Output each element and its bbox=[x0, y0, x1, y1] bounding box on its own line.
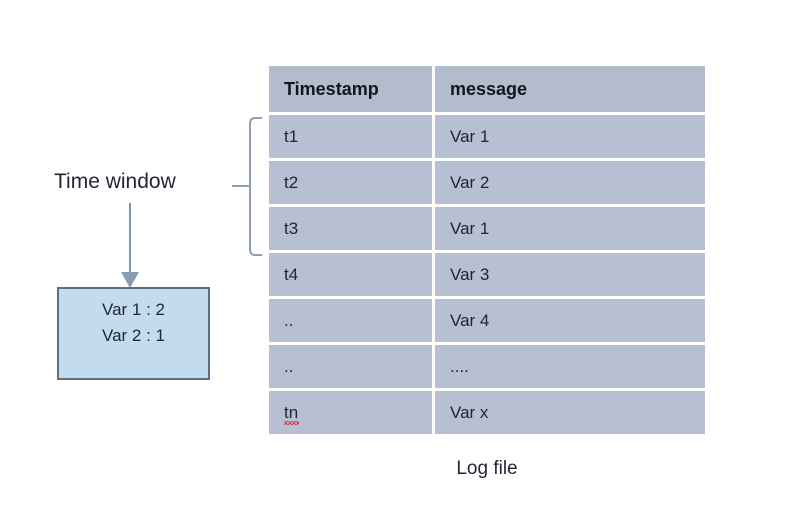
aggregate-line-2: Var 2 : 1 bbox=[102, 326, 165, 345]
cell-timestamp: t2 bbox=[269, 161, 432, 204]
cell-timestamp: t1 bbox=[269, 115, 432, 158]
cell-timestamp: .. bbox=[269, 345, 432, 388]
column-header-message: message bbox=[435, 66, 705, 112]
cell-message: Var 1 bbox=[435, 207, 705, 250]
cell-message: Var 1 bbox=[435, 115, 705, 158]
table-caption: Log file bbox=[456, 458, 518, 479]
table-row: .. Var 4 bbox=[269, 299, 705, 342]
table-row: .. .... bbox=[269, 345, 705, 388]
table-row: t1 Var 1 bbox=[269, 115, 705, 158]
cell-timestamp: tn bbox=[269, 391, 432, 434]
column-header-timestamp: Timestamp bbox=[269, 66, 432, 112]
cell-message: Var 4 bbox=[435, 299, 705, 342]
cell-timestamp: t3 bbox=[269, 207, 432, 250]
log-file-table: Timestamp message t1 Var 1 t2 Var 2 t3 V… bbox=[269, 66, 705, 437]
cell-timestamp: t4 bbox=[269, 253, 432, 296]
table-row: t2 Var 2 bbox=[269, 161, 705, 204]
time-window-bracket bbox=[232, 117, 262, 256]
cell-timestamp: .. bbox=[269, 299, 432, 342]
aggregate-result-box: Var 1 : 2 Var 2 : 1 bbox=[57, 287, 210, 380]
cell-message: .... bbox=[435, 345, 705, 388]
cell-message: Var x bbox=[435, 391, 705, 434]
cell-timestamp-text: tn bbox=[284, 391, 300, 434]
table-row: tn Var x bbox=[269, 391, 705, 434]
cell-message: Var 2 bbox=[435, 161, 705, 204]
time-window-arrow bbox=[121, 203, 139, 288]
table-row: t4 Var 3 bbox=[269, 253, 705, 296]
aggregate-line-1: Var 1 : 2 bbox=[102, 300, 165, 319]
table-row: t3 Var 1 bbox=[269, 207, 705, 250]
table-header-row: Timestamp message bbox=[269, 66, 705, 112]
cell-message: Var 3 bbox=[435, 253, 705, 296]
time-window-label: Time window bbox=[54, 170, 176, 193]
